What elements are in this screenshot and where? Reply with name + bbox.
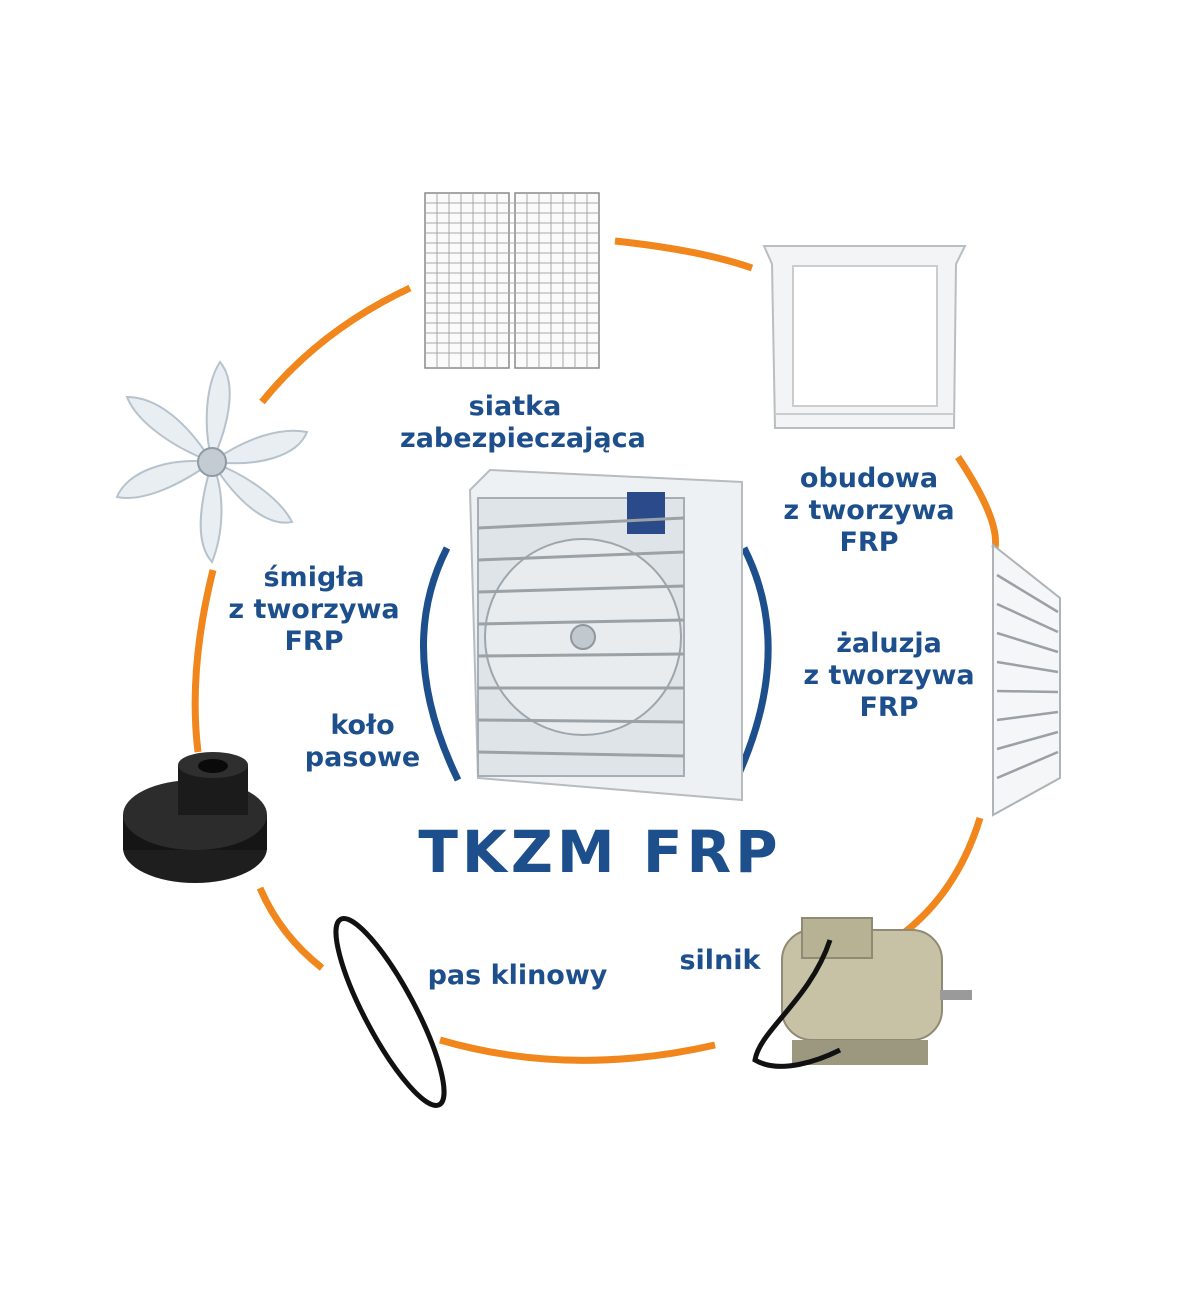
blue-brackets xyxy=(420,546,772,782)
fan-unit-icon xyxy=(468,468,743,802)
bracket-right xyxy=(732,546,772,782)
ring-segment-right-lower xyxy=(902,816,984,935)
ring-segment-top-right xyxy=(614,237,754,272)
louver-panel-icon xyxy=(992,542,1061,817)
label-pulley: koło pasowe xyxy=(304,710,421,773)
ring-segment-right-upper xyxy=(955,455,1000,549)
safety-mesh-icon xyxy=(424,192,600,369)
ring-segment-top-left xyxy=(259,284,412,405)
orange-ring xyxy=(191,237,1000,1064)
ring-segment-bottom xyxy=(439,1036,716,1064)
label-housing: obudowa z tworzywa FRP xyxy=(783,463,955,558)
ring-segment-lower-left xyxy=(256,886,325,971)
housing-frame-icon xyxy=(762,245,967,429)
v-belt-icon xyxy=(333,916,447,1108)
product-title: TKZM FRP xyxy=(418,818,782,886)
propeller-icon xyxy=(115,360,309,564)
motor-icon xyxy=(752,917,972,1069)
label-belt: pas klinowy xyxy=(427,960,608,991)
label-motor: silnik xyxy=(679,945,761,976)
label-mesh: siatka zabezpieczająca xyxy=(400,391,646,454)
ring-segment-left xyxy=(191,569,217,753)
label-louver: żaluzja z tworzywa FRP xyxy=(803,628,975,723)
label-propeller: śmigła z tworzywa FRP xyxy=(228,562,400,657)
pulley-icon xyxy=(123,752,267,883)
bracket-left xyxy=(420,546,462,782)
